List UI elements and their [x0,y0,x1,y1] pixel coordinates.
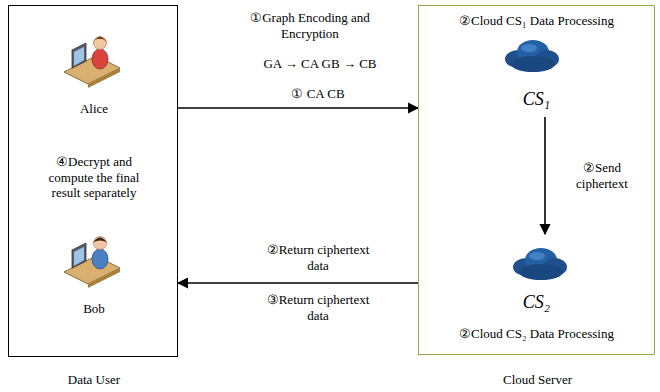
monitor [72,243,86,268]
cloud-icon [513,248,567,280]
edge-label: ②Return ciphertext data [263,242,373,273]
server-name: CS₁ [427,89,646,111]
hair [94,37,107,42]
process-caption: ②Cloud CS₂ Data Processing [427,326,646,342]
user-icon [64,237,120,289]
user-node: Alice [44,31,144,123]
desk-edge [88,268,120,288]
encoding-formula: GA → CA GB → CB [225,56,415,72]
edge-label: ②Send ciphertext [562,160,642,191]
screen [74,47,84,66]
desk-edge [88,68,120,88]
server-name: CS₂ [427,292,646,314]
user-node: Bob [44,231,144,323]
head [94,237,107,250]
body [92,249,108,269]
arrow-connector [178,107,418,109]
arrow-connector [178,282,418,284]
monitor [72,43,86,68]
cloud-server-node: CS₂ ②Cloud CS₂ Data Processing [427,234,646,352]
panel-title: Cloud Server [419,372,656,388]
head [94,37,107,50]
user-icon [64,37,120,89]
edge-label: ① CA CB [248,86,388,102]
user-name: Bob [44,301,144,317]
panel-title: Data User [9,372,179,388]
cloud-icon [505,40,559,72]
hair [94,238,107,243]
process-caption: ②Cloud CS₁ Data Processing [427,13,646,29]
cloud-server-node: ②Cloud CS₁ Data ProcessingCS₁ [427,9,646,117]
screen [74,247,84,266]
step-caption: ③Return ciphertext data [263,292,373,323]
step-caption: ①Graph Encoding and Encryption [225,10,395,41]
user-panel: Data User④Decrypt and compute the final … [8,5,178,357]
body [92,49,108,69]
arrow-connector [544,117,546,234]
step-note: ④Decrypt and compute the final result se… [34,154,154,201]
user-name: Alice [44,101,144,117]
